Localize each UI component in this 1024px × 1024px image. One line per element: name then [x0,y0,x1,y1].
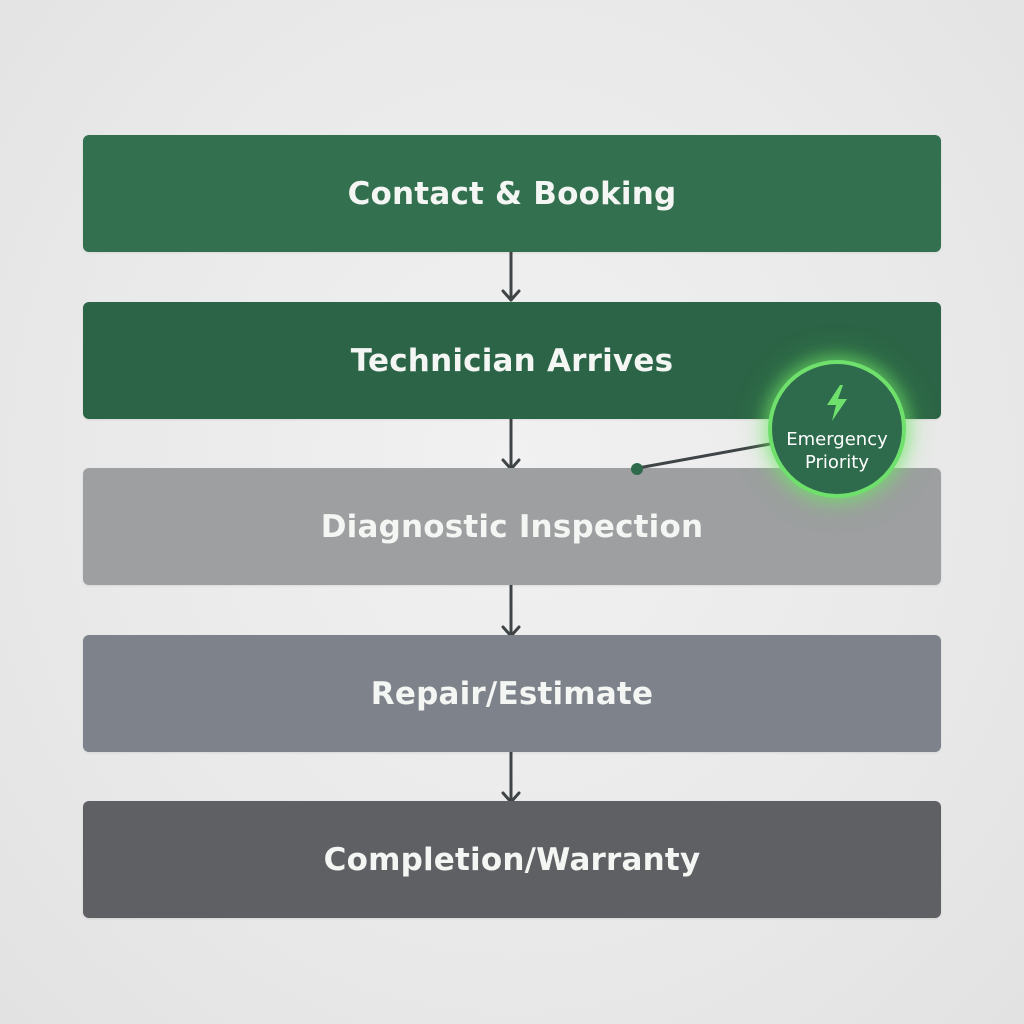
step-label: Repair/Estimate [370,675,654,712]
step-technician-arrives: Technician Arrives [83,302,941,419]
badge-label: Emergency Priority [786,429,888,473]
step-completion-warranty: Completion/Warranty [83,801,941,918]
step-diagnostic-inspection: Diagnostic Inspection [83,468,941,585]
step-label: Contact & Booking [347,175,677,212]
arrow-4-to-5 [501,750,521,804]
lightning-bolt-icon [827,385,847,421]
step-label: Technician Arrives [350,342,674,379]
arrow-1-to-2 [501,250,521,302]
callout-leader-line [636,442,772,470]
arrow-2-to-3 [501,416,521,471]
step-contact-booking: Contact & Booking [83,135,941,252]
step-label: Diagnostic Inspection [320,508,704,545]
step-repair-estimate: Repair/Estimate [83,635,941,752]
step-label: Completion/Warranty [323,841,701,878]
arrow-3-to-4 [501,583,521,638]
emergency-priority-badge: Emergency Priority [768,360,906,498]
